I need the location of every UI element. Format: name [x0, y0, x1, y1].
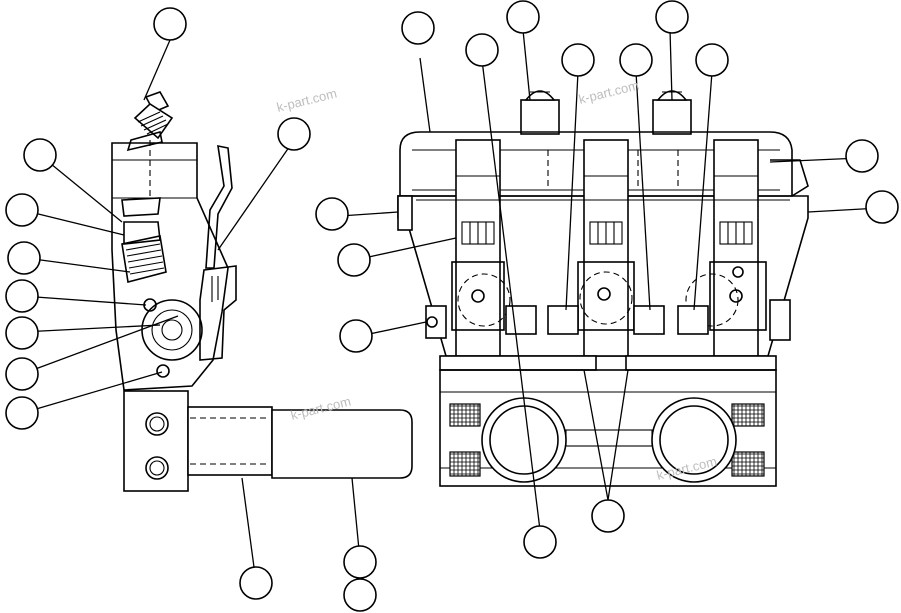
callout-bubble	[695, 43, 729, 77]
control-rod	[205, 144, 233, 269]
callout-bubble	[619, 43, 653, 77]
callout-bubble	[655, 0, 689, 34]
callout-bubble	[339, 319, 373, 353]
lower-block	[439, 369, 777, 487]
callout-bubble	[591, 499, 625, 533]
callout-bubble	[506, 0, 540, 34]
callout-bubble	[5, 396, 39, 430]
callout-bubble	[561, 43, 595, 77]
callout-bubble	[5, 279, 39, 313]
top-caps	[520, 90, 692, 135]
pipe-stub	[187, 406, 273, 476]
leader-lines	[21, 29, 881, 583]
callout-bubble	[23, 138, 57, 172]
callout-bubble	[401, 11, 435, 45]
callout-bubble	[5, 357, 39, 391]
callout-bubble	[239, 566, 273, 600]
callout-bubbles	[5, 0, 899, 612]
callout-bubble	[277, 117, 311, 151]
spool-section-2	[547, 139, 665, 357]
port-right	[651, 397, 737, 483]
callout-bubble	[865, 190, 899, 224]
watermark-text: k-part.com	[577, 78, 640, 107]
spool-section-3	[677, 139, 767, 357]
callout-bubble	[343, 578, 377, 612]
top-fitting	[126, 91, 174, 152]
callout-bubble	[5, 316, 39, 350]
spool-section-1	[451, 139, 537, 357]
callout-bubble	[153, 7, 187, 41]
callout-bubble	[315, 197, 349, 231]
seal-bar-right	[625, 355, 777, 371]
seal-bar-left	[439, 355, 597, 371]
callout-bubble	[523, 525, 557, 559]
port-left	[481, 397, 567, 483]
callout-bubble	[5, 193, 39, 227]
cam-disc	[141, 299, 203, 361]
upper-housing	[399, 131, 793, 197]
valve-side-view	[111, 91, 413, 492]
spring-element	[121, 197, 167, 283]
callout-bubble	[465, 33, 499, 67]
callout-bubble	[337, 243, 371, 277]
watermark-text: k-part.com	[275, 86, 338, 115]
port-block	[123, 390, 189, 492]
valve-front-view	[397, 90, 809, 487]
callout-bubble	[845, 139, 879, 173]
callout-bubble	[7, 241, 41, 275]
callout-bubble	[343, 545, 377, 579]
